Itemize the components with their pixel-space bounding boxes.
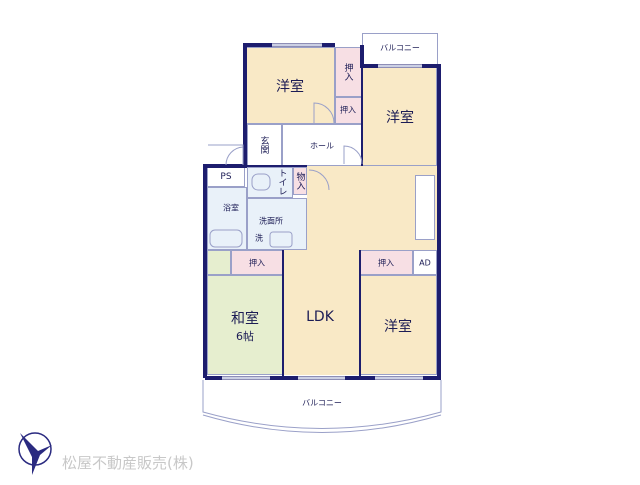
- toilet-label: トイレ: [276, 168, 287, 196]
- western-room-top-right-label: 洋室: [386, 110, 414, 126]
- washroom-label: 洗面所: [259, 216, 283, 226]
- ad-label: AD: [419, 258, 431, 268]
- hall: [282, 124, 362, 166]
- closet-top-1: [335, 47, 362, 97]
- ad-space: [413, 250, 437, 275]
- storage: [293, 167, 307, 195]
- entrance: [247, 124, 282, 166]
- western-room-bottom-right-label: 洋室: [384, 319, 412, 335]
- bath-label: 浴室: [223, 203, 239, 213]
- western-room-top-left: [245, 47, 335, 124]
- company-name: 松屋不動産販売(株): [62, 454, 194, 472]
- washroom: [247, 198, 307, 250]
- closet-right: [360, 250, 413, 275]
- ps-label: PS: [220, 172, 232, 182]
- company-logo-icon: [18, 432, 52, 475]
- tatami-strip: [207, 250, 231, 275]
- washer-label: 洗: [255, 233, 263, 243]
- closet-japanese-label: 押入: [249, 258, 265, 268]
- closet-top-1-label: 押入: [342, 63, 353, 81]
- kitchen-counter: [415, 175, 435, 240]
- balcony-top: [362, 33, 438, 66]
- bath: [207, 187, 247, 250]
- entrance-label: 玄関: [258, 136, 269, 154]
- japanese-room-label: 和室: [231, 311, 259, 327]
- balcony-bottom-label: バルコニー: [302, 398, 342, 408]
- storage-label: 物入: [294, 172, 305, 190]
- balcony-top-label: バルコニー: [380, 43, 420, 53]
- ldk: [283, 250, 360, 375]
- western-room-top-left-label: 洋室: [276, 79, 304, 95]
- ldk-label: LDK: [306, 309, 334, 325]
- hall-label: ホール: [310, 141, 334, 151]
- japanese-room-size: 6帖: [236, 330, 254, 343]
- closet-top-2-label: 押入: [340, 105, 356, 115]
- closet-right-label: 押入: [378, 258, 394, 268]
- japanese-room: [207, 275, 283, 375]
